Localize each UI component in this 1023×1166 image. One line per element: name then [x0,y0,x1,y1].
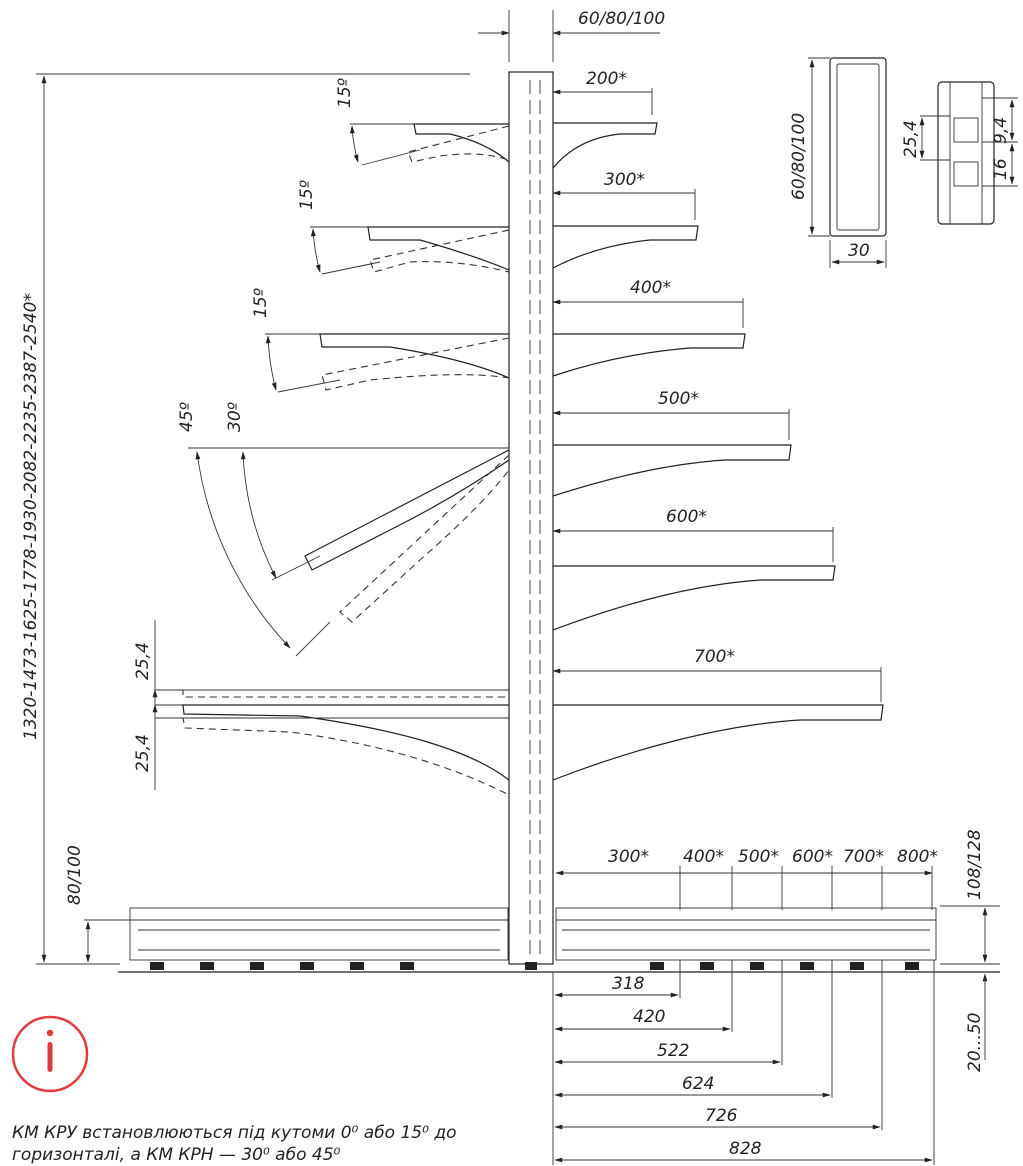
base-arm-label-4: 600* [792,847,833,867]
profile-cross-section: 60/80/100 30 [789,57,887,268]
right-arms: 200* 300* 400* 500* 600* 700* [552,69,884,781]
profile-height-label: 60/80/100 [789,113,809,200]
foot-adjust-label: 20...50 [965,1013,985,1072]
angle-15-label-2: 15º [297,180,317,210]
depth-420-label: 420 [633,1007,665,1027]
slot-gap-label: 16 [991,158,1011,180]
base-arm-label-2: 400* [683,847,724,867]
base-right-dimensions: 108/128 20...50 [940,829,1000,1072]
base-depth-dimensions: 318 420 522 624 726 828 [552,960,935,1165]
angle-15-label-1: 15º [335,78,355,108]
base-arm-label-5: 700* [843,847,884,867]
base-arm-dimensions: 300* 400* 500* 600* 700* 800* [555,847,938,910]
pitch-bottom-label: 25,4 [133,734,153,772]
base-height-label: 80/100 [65,845,85,905]
arm-400-label: 400* [630,278,671,298]
depth-624-label: 624 [682,1074,714,1094]
height-dimension: 1320-1473-1625-1778-1930-2082-2235-2387-… [21,73,470,965]
arm-300-label: 300* [604,170,645,190]
depth-522-label: 522 [657,1041,689,1061]
height-series-label: 1320-1473-1625-1778-1930-2082-2235-2387-… [21,293,41,740]
profile-width-label: 30 [848,241,870,261]
info-circle-icon [11,1015,89,1093]
arm-700-label: 700* [694,647,735,667]
angle-15-label-3: 15º [251,288,271,318]
base-total-height-label: 108/128 [965,829,985,900]
angle-45-label: 45º [177,402,197,432]
base-frame: 80/100 [65,845,1000,973]
angle-30-label: 30º [225,402,245,432]
base-arm-label-3: 500* [738,847,779,867]
arm-200-label: 200* [586,69,627,89]
left-arms: 15º 15º 15º 30º 45º 2 [133,78,510,796]
base-arm-label-6: 800* [897,847,938,867]
upright-width-dimension: 60/80/100 [478,9,665,62]
slot-size-label: 9,4 [991,117,1011,144]
arm-500-label: 500* [658,389,699,409]
arm-600-label: 600* [666,507,707,527]
slot-pitch-label: 25,4 [901,120,921,158]
upright-width-label: 60/80/100 [578,9,665,29]
installation-note: КМ КРУ встановлюються під кутоми 0⁰ або … [12,1123,457,1165]
depth-726-label: 726 [705,1106,738,1126]
slot-detail: 25,4 9,4 16 [901,81,1018,225]
pitch-top-label: 25,4 [133,642,153,680]
upright-column [508,71,554,965]
base-arm-label-1: 300* [608,847,649,867]
depth-828-label: 828 [729,1139,762,1159]
depth-318-label: 318 [612,974,645,994]
